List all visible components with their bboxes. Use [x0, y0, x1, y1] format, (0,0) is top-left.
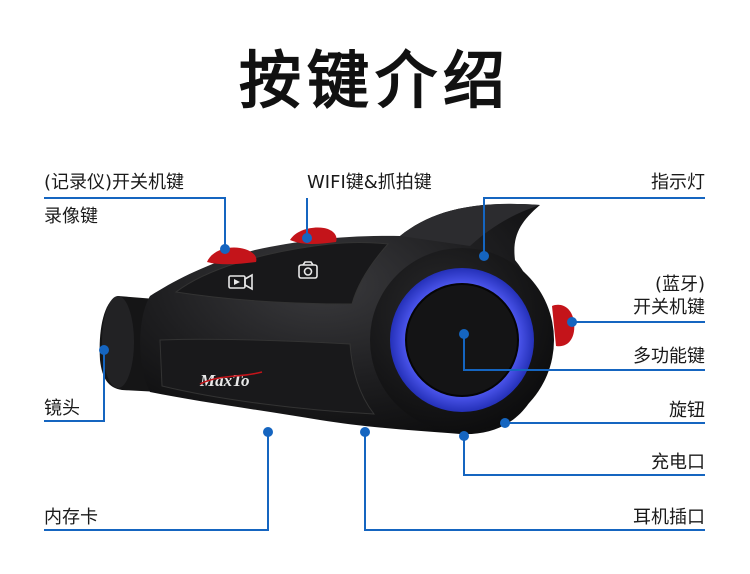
label-knob: 旋钮	[669, 400, 705, 421]
wifi-button	[290, 227, 337, 244]
record-button	[207, 247, 257, 265]
logo-swoosh	[199, 371, 263, 385]
callout-lines	[44, 197, 705, 531]
label-bt-power-line1: (蓝牙)	[654, 274, 705, 295]
label-record-video: 录像键	[44, 206, 98, 227]
camera-icon	[298, 261, 318, 279]
label-indicator: 指示灯	[651, 172, 705, 193]
label-lens: 镜头	[44, 398, 80, 419]
lower-panel	[159, 338, 376, 415]
label-earphone-jack: 耳机插口	[633, 507, 705, 528]
label-multifunction: 多功能键	[633, 346, 705, 367]
label-bt-power-line2: 开关机键	[633, 297, 705, 318]
video-camera-icon	[228, 273, 253, 291]
page-title: 按键介绍	[238, 44, 511, 117]
label-charge-port: 充电口	[651, 452, 705, 473]
top-fin	[400, 203, 540, 246]
label-record-power: (记录仪)开关机键	[44, 172, 185, 193]
label-memory-card: 内存卡	[44, 507, 98, 528]
multifunction-button	[405, 283, 519, 397]
control-wheel	[370, 248, 554, 432]
label-wifi-snapshot: WIFI键&抓拍键	[307, 172, 432, 193]
callout-dots	[99, 233, 577, 441]
bt-power-button	[552, 304, 575, 347]
lens-face	[102, 296, 134, 388]
